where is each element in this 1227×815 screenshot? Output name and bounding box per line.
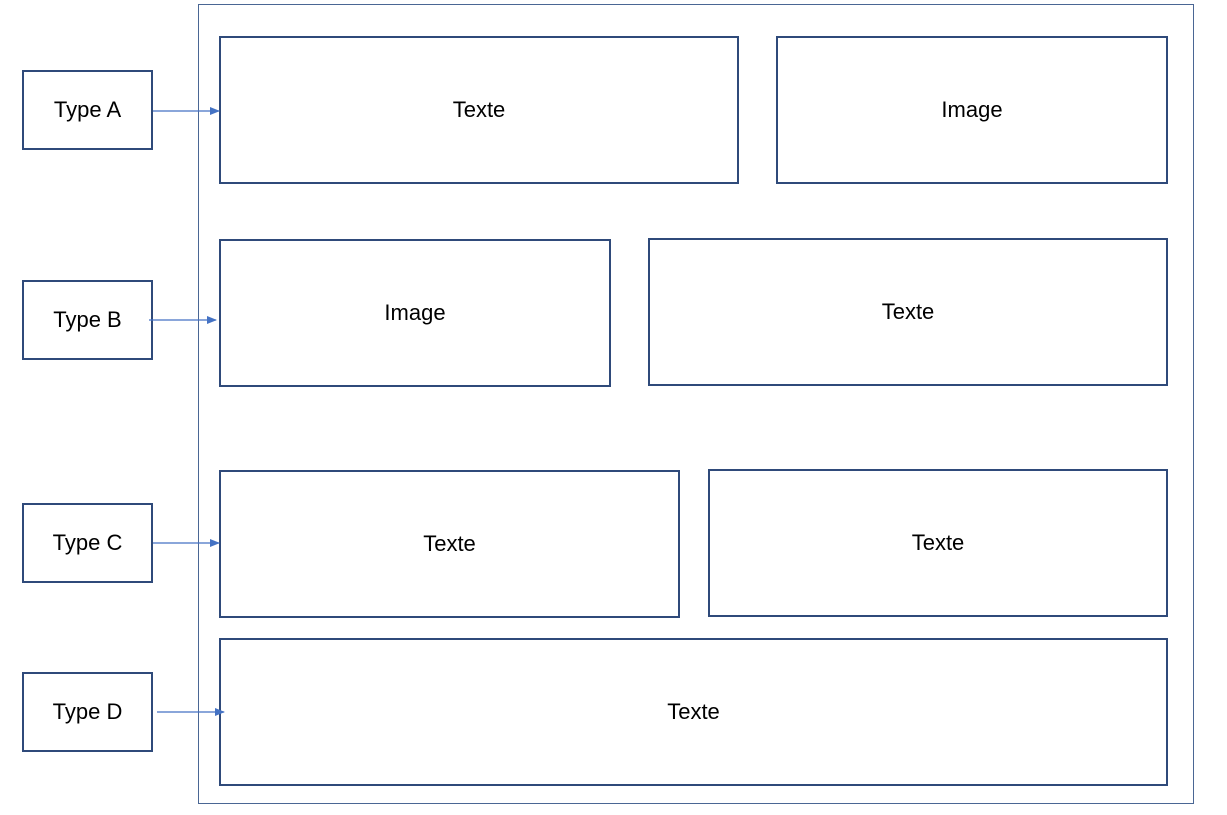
row-b-block-1-text: Image [384,300,446,325]
layout-frame [198,4,1194,804]
row-c-block-1-text: Texte [423,531,476,556]
type-b-label: Type B [22,280,153,360]
row-d-block-1: Texte [219,638,1168,786]
row-a-block-1: Texte [219,36,739,184]
type-c-text: Type C [52,530,123,555]
type-a-text: Type A [53,97,122,122]
row-c-block-2-text: Texte [911,530,965,555]
row-c-block-2: Texte [708,469,1168,617]
row-b-block-2-text: Texte [881,299,935,324]
type-d-label: Type D [22,672,153,752]
row-d-block-1-text: Texte [667,699,720,724]
row-b-block-1: Image [219,239,611,387]
type-c-label: Type C [22,503,153,583]
row-a-block-2-text: Image [941,97,1003,122]
row-c-block-1: Texte [219,470,680,618]
type-d-text: Type D [52,699,123,724]
row-b-block-2: Texte [648,238,1168,386]
type-b-text: Type B [53,307,122,332]
type-a-label: Type A [22,70,153,150]
row-a-block-2: Image [776,36,1168,184]
row-a-block-1-text: Texte [452,97,506,122]
